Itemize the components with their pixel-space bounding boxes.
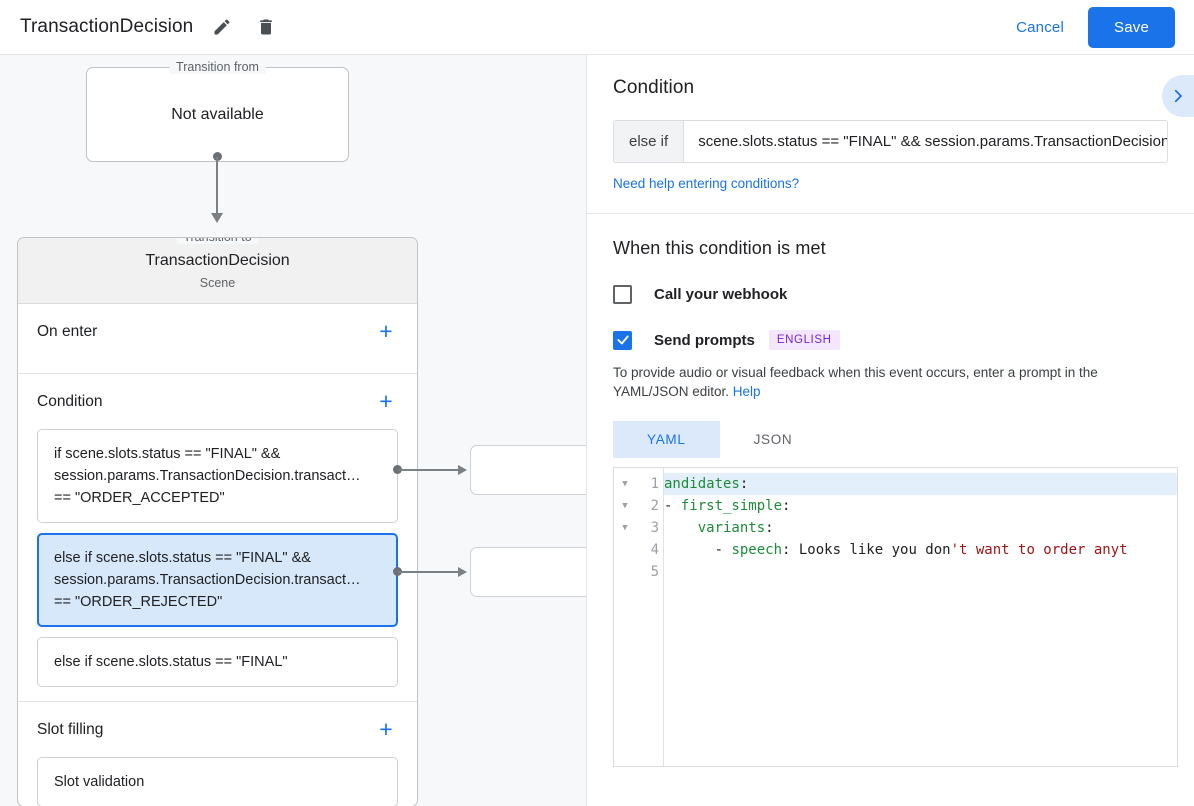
scene-kind: Scene — [199, 276, 236, 290]
editor-format-tabs: YAML JSON — [613, 421, 1168, 458]
panel-title: Condition — [613, 77, 695, 98]
condition-input[interactable]: scene.slots.status == "FINAL" && session… — [684, 121, 1167, 162]
section-condition-header: Condition + — [37, 374, 398, 429]
section-condition-title: Condition — [37, 392, 103, 410]
add-on-enter-button[interactable]: + — [379, 318, 393, 344]
transition-to-legend: Transition to — [176, 238, 259, 244]
editor-code-line[interactable]: - speech: Looks like you don't want to o… — [664, 539, 1177, 561]
condition-item[interactable]: else if scene.slots.status == "FINAL" — [37, 637, 398, 687]
code-token: : — [739, 476, 749, 492]
slot-validation-item[interactable]: Slot validation — [37, 757, 398, 806]
fold-caret-icon[interactable]: ▼ — [622, 523, 628, 533]
connector-dot-condition-2 — [393, 567, 402, 576]
editor-line-number: 4 — [650, 542, 659, 558]
editor-line-number: 2 — [650, 498, 659, 514]
editor-code-area[interactable]: andidates:- first_simple: variants: - sp… — [664, 468, 1177, 766]
chevron-right-icon[interactable] — [1162, 75, 1194, 117]
code-token: - — [664, 498, 681, 514]
call-webhook-checkbox[interactable] — [613, 285, 632, 304]
prompts-help-text: To provide audio or visual feedback when… — [613, 363, 1168, 401]
editor-code-line[interactable]: andidates: — [664, 473, 1177, 495]
top-app-bar: TransactionDecision Cancel Save — [0, 0, 1194, 55]
code-token: : — [765, 520, 774, 536]
send-prompts-row[interactable]: Send prompts ENGLISH — [613, 330, 1168, 350]
editor-line-number: 5 — [650, 564, 659, 580]
pencil-icon[interactable] — [207, 12, 237, 42]
send-prompts-checkbox[interactable] — [613, 330, 632, 350]
connector-line-vertical — [216, 157, 218, 213]
panel-condition-section: Condition else if scene.slots.status == … — [587, 55, 1194, 214]
page-title: TransactionDecision — [20, 16, 194, 37]
editor-line-numbers: 1 2 3 4 5 — [636, 468, 664, 766]
fold-caret-icon[interactable]: ▼ — [622, 501, 628, 511]
connector-dot-condition-1 — [393, 465, 402, 474]
editor-line-number: 1 — [650, 476, 659, 492]
code-token: andidates — [664, 476, 740, 492]
section-on-enter-title: On enter — [37, 322, 98, 340]
save-button[interactable]: Save — [1088, 6, 1175, 48]
conditions-help-link[interactable]: Need help entering conditions? — [613, 176, 800, 191]
connector-line-condition-2 — [398, 571, 460, 573]
connector-arrow-condition-1 — [458, 465, 467, 475]
code-token — [664, 520, 698, 536]
code-token: - — [664, 542, 732, 558]
call-webhook-label: Call your webhook — [654, 286, 788, 303]
transition-from-node[interactable]: Transition from Not available — [86, 60, 349, 162]
when-condition-met-heading: When this condition is met — [613, 238, 826, 258]
code-token: : — [782, 498, 791, 514]
condition-item-selected[interactable]: else if scene.slots.status == "FINAL" &&… — [37, 533, 398, 627]
connector-line-condition-1 — [398, 469, 460, 471]
scene-graph-canvas[interactable]: Transition from Not available Transition… — [0, 55, 586, 806]
send-prompts-label: Send prompts — [654, 331, 755, 349]
tab-json[interactable]: JSON — [753, 432, 793, 447]
tab-yaml[interactable]: YAML — [613, 421, 720, 458]
condition-item[interactable]: if scene.slots.status == "FINAL" && sess… — [37, 429, 398, 523]
editor-line-number: 3 — [650, 520, 659, 536]
panel-when-met-section: When this condition is met Call your web… — [587, 214, 1194, 767]
connector-dot-from — [213, 152, 222, 161]
language-badge: ENGLISH — [768, 330, 840, 350]
transition-to-node[interactable]: Transition to TransactionDecision Scene … — [17, 237, 418, 806]
section-slot-filling-header: Slot filling + — [37, 702, 398, 757]
prompts-help-link[interactable]: Help — [732, 384, 761, 399]
add-slot-filling-button[interactable]: + — [379, 716, 393, 742]
call-webhook-row[interactable]: Call your webhook — [613, 285, 1168, 304]
transition-from-legend: Transition from — [169, 60, 266, 74]
condition-prefix: else if — [614, 121, 685, 162]
code-token: 't want to order anyt — [950, 542, 1128, 558]
prompts-help-text-body: To provide audio or visual feedback when… — [613, 365, 1098, 399]
transition-from-value: Not available — [171, 105, 264, 123]
code-token: speech — [731, 542, 783, 558]
target-node-2[interactable] — [470, 547, 586, 597]
code-token: first_simple — [680, 498, 783, 514]
section-on-enter: On enter + — [18, 304, 417, 374]
condition-detail-panel: Condition else if scene.slots.status == … — [586, 55, 1194, 806]
section-condition: Condition + if scene.slots.status == "FI… — [18, 374, 417, 702]
scene-name: TransactionDecision — [145, 252, 290, 269]
editor-code-line[interactable]: - first_simple: — [664, 495, 1177, 517]
fold-caret-icon[interactable]: ▼ — [622, 479, 628, 489]
editor-fold-gutter[interactable]: ▼ ▼ ▼ — [614, 468, 636, 766]
cancel-button[interactable]: Cancel — [1002, 11, 1078, 44]
code-token: variants — [697, 520, 766, 536]
scene-card-header: TransactionDecision Scene — [18, 238, 417, 304]
editor-code-line[interactable]: variants: — [664, 517, 1177, 539]
trash-icon[interactable] — [251, 12, 281, 42]
code-token: : — [782, 542, 799, 558]
condition-input-row[interactable]: else if scene.slots.status == "FINAL" &&… — [613, 120, 1168, 163]
add-condition-button[interactable]: + — [379, 388, 393, 414]
target-node-1[interactable] — [470, 445, 586, 495]
section-slot-filling-title: Slot filling — [37, 720, 104, 738]
section-on-enter-header: On enter + — [37, 304, 398, 359]
editor-code-line[interactable] — [664, 561, 1177, 583]
connector-arrow-down — [211, 213, 223, 223]
code-token: Looks like you don — [798, 542, 951, 558]
connector-arrow-condition-2 — [458, 567, 467, 577]
section-slot-filling: Slot filling + Slot validation — [18, 702, 417, 806]
